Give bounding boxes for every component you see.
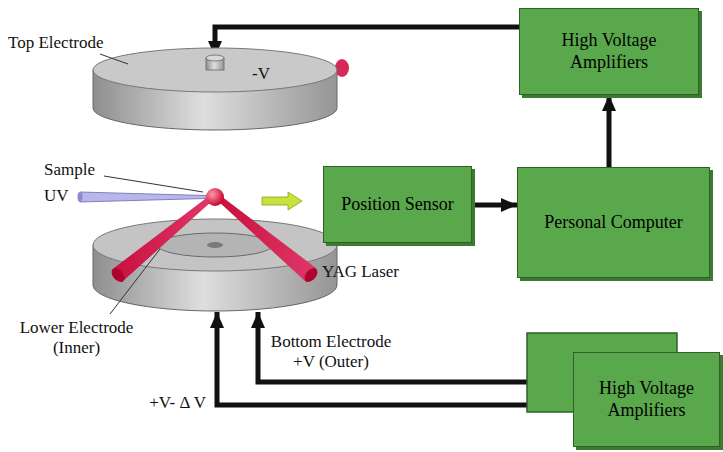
signal-arrow — [262, 192, 302, 210]
part-label: YAG Laser — [322, 262, 417, 282]
process-box: High Voltage Amplifiers — [573, 352, 720, 447]
laser-beam — [109, 266, 127, 285]
leader-line — [100, 54, 128, 64]
leader-line — [104, 176, 203, 192]
leader-line — [110, 249, 160, 314]
signal-arrow — [607, 95, 612, 167]
uv-beam — [78, 192, 83, 202]
top-electrode — [93, 48, 337, 130]
part-label: -V — [252, 64, 282, 84]
laser-beam — [114, 196, 212, 282]
box-label: High Voltage Amplifiers — [528, 30, 690, 73]
process-box: Personal Computer — [517, 167, 710, 278]
uv-beam — [80, 192, 206, 202]
voltage-wire — [258, 312, 527, 382]
laser-beam — [302, 266, 320, 285]
process-box: Position Sensor — [323, 166, 472, 243]
box-label: High Voltage Amplifiers — [582, 378, 711, 421]
part-label: Top Electrode — [8, 33, 138, 53]
sample-sphere — [206, 188, 224, 206]
signal-arrow — [472, 203, 517, 208]
part-label: Sample — [44, 160, 114, 180]
laser-beam — [218, 196, 316, 282]
box-label: Position Sensor — [341, 194, 454, 216]
part-label: Lower Electrode (Inner) — [14, 318, 139, 357]
voltage-wire — [217, 312, 573, 405]
part-label: +V- Δ V — [134, 393, 206, 413]
part-label: Bottom Electrode +V (Outer) — [266, 332, 396, 371]
process-box: High Voltage Amplifiers — [519, 8, 699, 95]
part-label: UV — [44, 186, 76, 206]
box-label: Personal Computer — [544, 212, 682, 234]
